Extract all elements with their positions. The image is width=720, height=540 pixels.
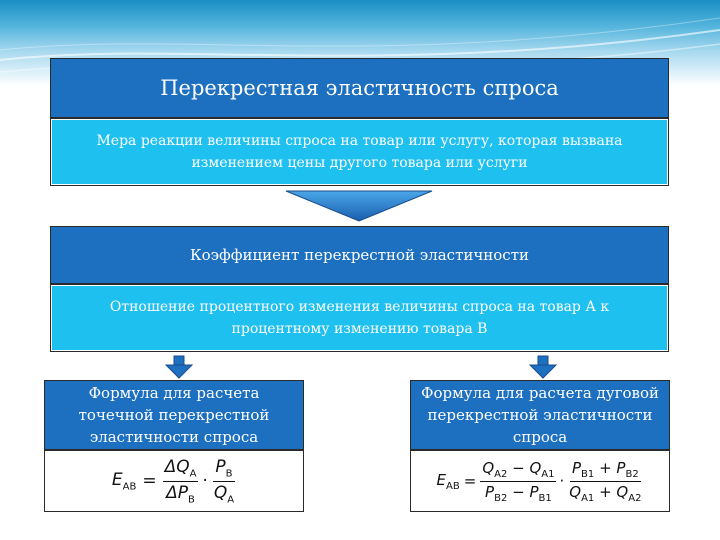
point-formula: EAB = ΔQA ΔPB · PB QA — [44, 450, 304, 512]
arc-formula-header-line3: спроса — [512, 428, 568, 446]
box1-description-line1: Мера реакции величины спроса на товар ил… — [96, 133, 623, 149]
box1-title-text: Перекрестная эластичность спроса — [160, 76, 559, 100]
arc-formula-header: Формула для расчета дуговой перекрестной… — [410, 380, 670, 450]
arc-formula-dot: · — [559, 472, 565, 490]
down-arrow-right-icon — [528, 355, 558, 379]
box2-description-line2: процентному изменению товара В — [231, 321, 488, 337]
box2-title: Коэффициент перекрестной эластичности — [50, 226, 669, 284]
point-formula-dot: · — [202, 471, 208, 491]
arc-formula: EAB = QA2 − QA1 PB2 − PB1 · PB1 + PB2 QA… — [410, 450, 670, 512]
arc-formula-frac1: QA2 − QA1 PB2 − PB1 — [480, 458, 557, 504]
point-formula-frac1: ΔQA ΔPB — [162, 457, 199, 505]
arc-formula-equals: = — [463, 472, 477, 490]
arc-formula-lhs: EAB — [436, 470, 460, 492]
box2-description-line1: Отношение процентного изменения величины… — [109, 299, 610, 315]
box1-description: Мера реакции величины спроса на товар ил… — [50, 118, 669, 186]
box2-description: Отношение процентного изменения величины… — [50, 284, 669, 352]
point-formula-header-line3: эластичности спроса — [89, 428, 259, 446]
point-formula-frac2: PB QA — [213, 457, 235, 505]
point-formula-header-line2: точечной перекрестной — [78, 406, 270, 424]
box2-title-text: Коэффициент перекрестной эластичности — [189, 246, 530, 264]
point-formula-equals: = — [142, 471, 157, 491]
arc-formula-frac2: PB1 + PB2 QA1 + QA2 — [569, 458, 642, 504]
down-arrow-icon — [285, 190, 433, 222]
point-formula-header: Формула для расчета точечной перекрестно… — [44, 380, 304, 450]
point-formula-lhs: EAB — [111, 469, 137, 493]
box1-description-line2: изменением цены другого товара или услуг… — [191, 155, 528, 171]
down-arrow-left-icon — [164, 355, 194, 379]
box1-title: Перекрестная эластичность спроса — [50, 58, 669, 118]
point-formula-header-line1: Формула для расчета — [88, 384, 260, 402]
arc-formula-header-line1: Формула для расчета дуговой — [421, 384, 659, 402]
arc-formula-header-line2: перекрестной эластичности — [427, 406, 653, 424]
